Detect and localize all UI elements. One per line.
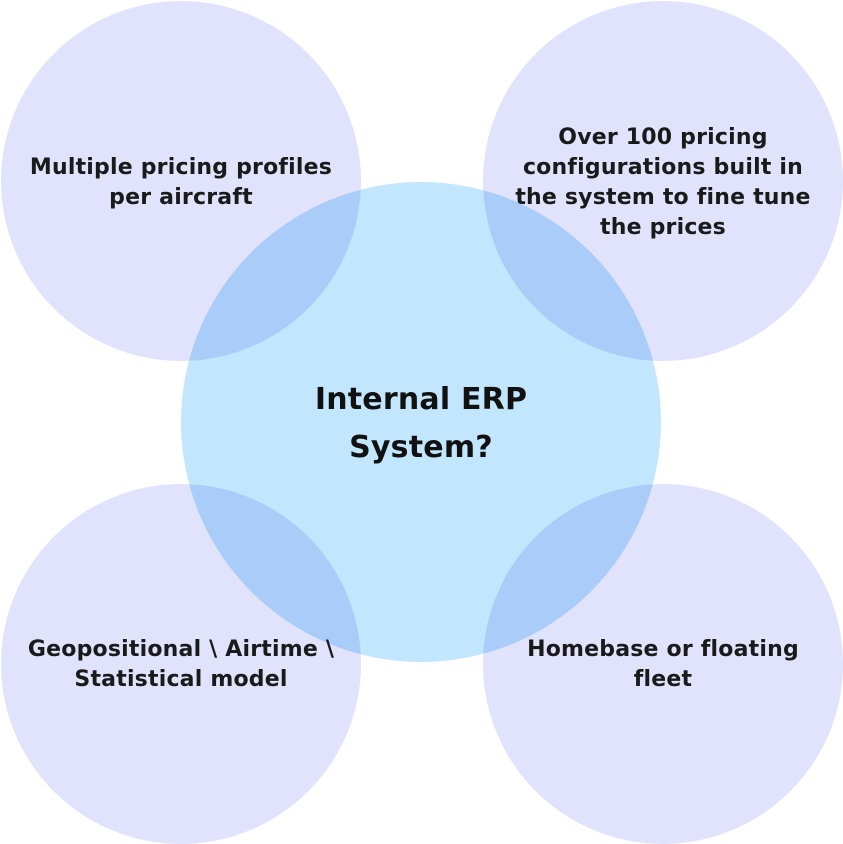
label-line: Over 100 pricing bbox=[558, 125, 768, 150]
label-bottom-left: Geopositional \ Airtime \ Statistical mo… bbox=[21, 635, 341, 695]
label-bottom-right: Homebase or floating fleet bbox=[503, 635, 823, 695]
label-line: fleet bbox=[633, 667, 693, 692]
label-line: the prices bbox=[600, 215, 726, 240]
label-line: configurations built in bbox=[522, 155, 804, 180]
label-line: Multiple pricing profiles bbox=[29, 155, 333, 180]
label-line: per aircraft bbox=[109, 185, 253, 210]
label-line: Internal ERP bbox=[314, 382, 528, 417]
label-line: System? bbox=[349, 430, 493, 465]
label-top-right: Over 100 pricing configurations built in… bbox=[503, 123, 823, 243]
label-line: Geopositional \ Airtime \ bbox=[27, 637, 335, 662]
label-center: Internal ERP System? bbox=[271, 376, 571, 472]
label-line: the system to fine tune bbox=[515, 185, 811, 210]
label-top-left: Multiple pricing profiles per aircraft bbox=[21, 153, 341, 213]
circle-center bbox=[181, 182, 661, 662]
label-line: Homebase or floating bbox=[527, 637, 799, 662]
label-line: Statistical model bbox=[74, 667, 288, 692]
